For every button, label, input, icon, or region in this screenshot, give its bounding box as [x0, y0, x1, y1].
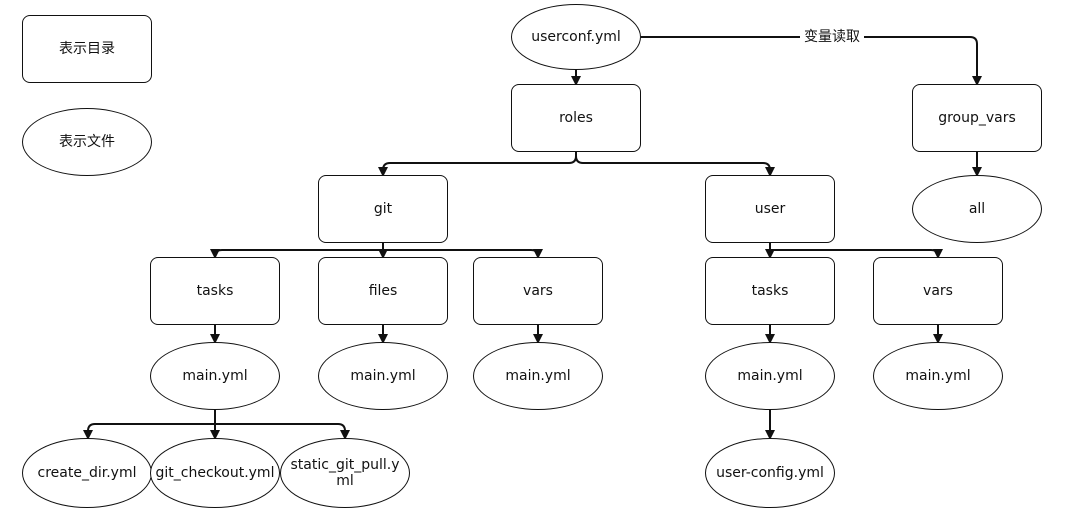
edge-git-vars	[383, 249, 543, 259]
user-vars-main-file-label: main.yml	[905, 368, 971, 384]
legend-directory-label: 表示目录	[59, 41, 115, 57]
edge-git-tasks	[210, 249, 383, 259]
user-tasks-dir-label: tasks	[751, 283, 789, 299]
user-tasks-main-file-node: main.yml	[705, 342, 835, 410]
git-vars-dir-label: vars	[523, 283, 553, 299]
git-tasks-main-file-label: main.yml	[182, 368, 248, 384]
userconf-file-label: userconf.yml	[531, 29, 621, 45]
all-file-label: all	[968, 201, 986, 217]
create-dir-file-label: create_dir.yml	[37, 465, 137, 481]
user-config-file-label: user-config.yml	[716, 465, 824, 481]
user-vars-dir-node: vars	[873, 257, 1003, 325]
group-vars-dir-label: group_vars	[938, 110, 1016, 126]
roles-dir-node: roles	[511, 84, 641, 152]
userconf-file-node: userconf.yml	[511, 4, 641, 70]
edge-main-static-git-pull	[215, 423, 350, 440]
static-git-pull-file-label: static_git_pull.yml	[290, 457, 400, 489]
git-dir-label: git	[373, 201, 393, 217]
legend-directory-box: 表示目录	[22, 15, 152, 83]
edge-roles-user	[575, 155, 775, 177]
git-files-dir-label: files	[368, 283, 398, 299]
user-dir-label: user	[754, 201, 786, 217]
user-vars-dir-label: vars	[923, 283, 953, 299]
edge-roles-split	[378, 152, 577, 177]
user-vars-main-file-node: main.yml	[873, 342, 1003, 410]
git-checkout-file-label: git_checkout.yml	[155, 465, 275, 481]
user-tasks-main-file-label: main.yml	[737, 368, 803, 384]
git-vars-main-file-label: main.yml	[505, 368, 571, 384]
git-files-dir-node: files	[318, 257, 448, 325]
user-dir-node: user	[705, 175, 835, 243]
git-vars-dir-node: vars	[473, 257, 603, 325]
git-files-main-file-node: main.yml	[318, 342, 448, 410]
git-dir-node: git	[318, 175, 448, 243]
all-file-node: all	[912, 175, 1042, 243]
git-vars-main-file-node: main.yml	[473, 342, 603, 410]
edge-main-create-dir	[83, 423, 215, 440]
git-checkout-file-node: git_checkout.yml	[150, 438, 280, 508]
git-files-main-file-label: main.yml	[350, 368, 416, 384]
user-tasks-dir-node: tasks	[705, 257, 835, 325]
edge-user-vars	[770, 249, 943, 259]
static-git-pull-file-node: static_git_pull.yml	[280, 438, 410, 508]
group-vars-dir-node: group_vars	[912, 84, 1042, 152]
roles-dir-label: roles	[559, 110, 593, 126]
variable-read-label: 变量读取	[800, 29, 864, 45]
user-config-file-node: user-config.yml	[705, 438, 835, 508]
edge-userconf-group-vars	[641, 36, 982, 86]
git-tasks-dir-label: tasks	[196, 283, 234, 299]
legend-file-ellipse: 表示文件	[22, 108, 152, 176]
legend-file-label: 表示文件	[59, 134, 115, 150]
create-dir-file-node: create_dir.yml	[22, 438, 152, 508]
git-tasks-dir-node: tasks	[150, 257, 280, 325]
git-tasks-main-file-node: main.yml	[150, 342, 280, 410]
